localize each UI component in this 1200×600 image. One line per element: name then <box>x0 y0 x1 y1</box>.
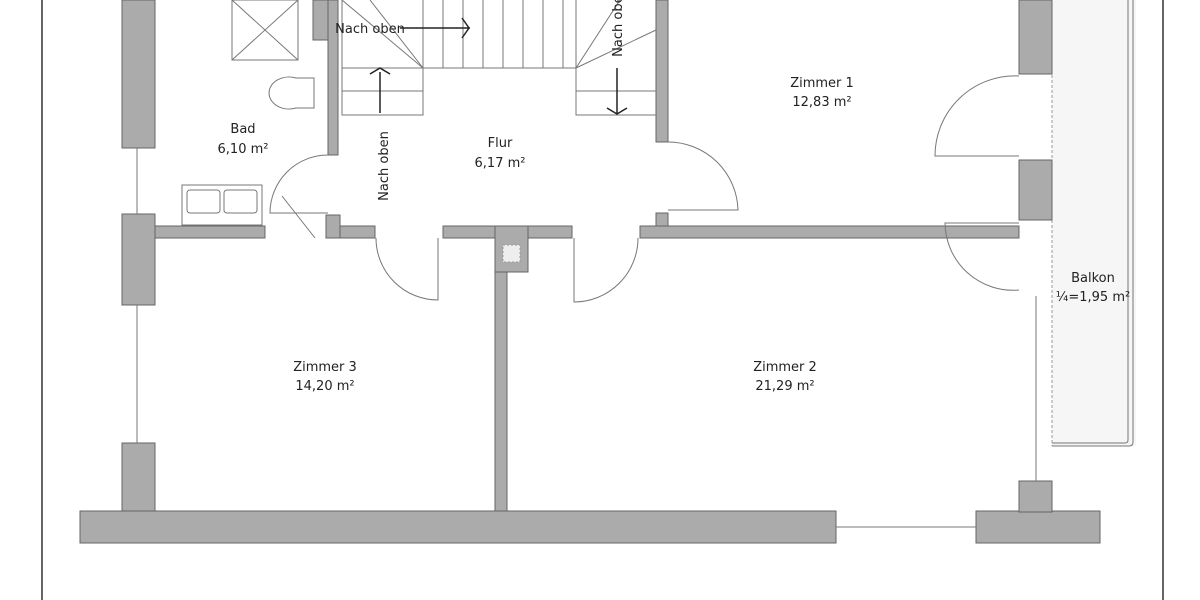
room-name-flur: Flur <box>488 136 513 151</box>
stairs-label-top: Nach oben <box>335 22 405 37</box>
exterior-walls <box>79 0 1101 544</box>
room-area-balkon: ¼=1,95 m² <box>1056 290 1130 305</box>
room-area-bad: 6,10 m² <box>218 142 269 157</box>
room-name-zimmer3: Zimmer 3 <box>293 360 357 375</box>
bathroom-fixtures <box>181 0 315 226</box>
room-area-zimmer1: 12,83 m² <box>792 95 851 110</box>
stairs-label-left: Nach oben <box>377 131 392 201</box>
double-sink <box>181 184 263 226</box>
stairs <box>341 0 657 116</box>
balcony <box>1051 0 1136 447</box>
interior-walls <box>154 0 1020 512</box>
stairs-label-right: Nach oben <box>611 0 626 57</box>
room-area-zimmer2: 21,29 m² <box>755 379 814 394</box>
doors <box>269 75 1020 303</box>
windows <box>136 148 1037 528</box>
room-area-flur: 6,17 m² <box>475 156 526 171</box>
room-name-zimmer1: Zimmer 1 <box>790 76 854 91</box>
room-name-balkon: Balkon <box>1071 271 1115 286</box>
room-area-zimmer3: 14,20 m² <box>295 379 354 394</box>
room-name-zimmer2: Zimmer 2 <box>753 360 817 375</box>
room-name-bad: Bad <box>230 122 255 137</box>
toilet <box>268 76 315 110</box>
